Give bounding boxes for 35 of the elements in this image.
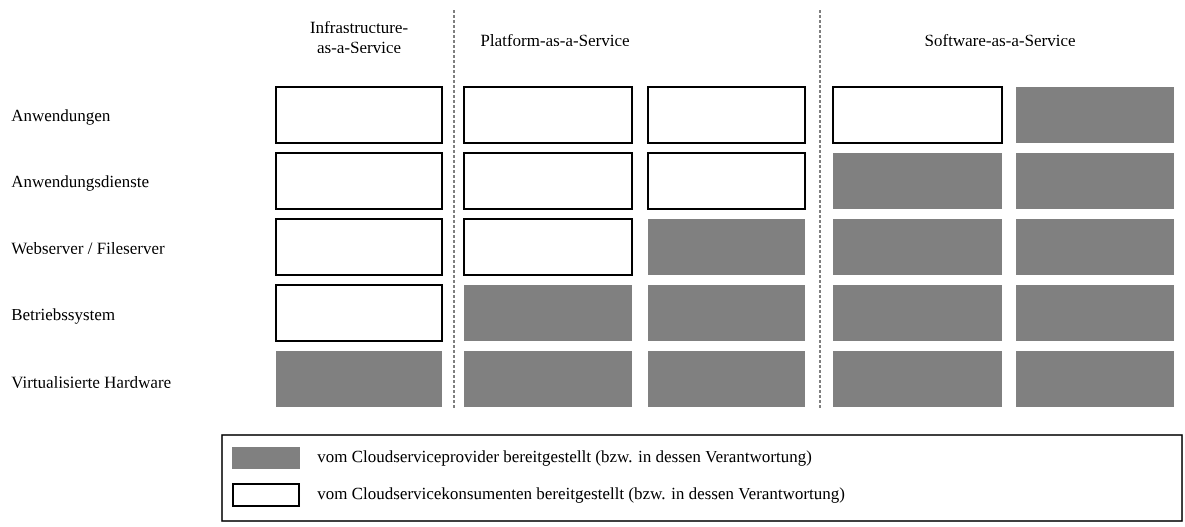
layer-box [648,285,805,341]
layer-box [833,153,1002,209]
layer-box [1016,351,1174,407]
row-label: Betriebssystem [11,308,115,324]
layer-box [275,86,443,144]
column-heading: Software-as-a-Service [925,33,1075,47]
layer-box [833,351,1002,407]
layer-box [832,86,1003,144]
layer-box [275,152,443,210]
layer-box [275,218,443,276]
row-label: Anwendungsdienste [11,175,149,191]
layer-box [1016,87,1174,143]
layer-box [464,285,632,341]
layer-box [647,86,806,144]
layer-box [833,285,1002,341]
layer-box [833,219,1002,275]
layer-box [647,152,806,210]
layer-box [463,86,633,144]
column-heading: Platform-as-a-Service [480,33,629,47]
layer-box [464,351,632,407]
legend-text: vom Cloudserviceprovider bereitgestellt (bzw. in dessen Verantwortung) [317,450,812,466]
row-label: Virtualisierte Hardware [11,376,171,388]
layer-box [1016,219,1174,275]
layer-box [1016,285,1174,341]
layer-box [276,351,442,407]
layer-box [275,284,443,342]
row-label: Webserver / Fileserver [11,242,165,254]
layer-box [648,219,805,275]
layer-box [648,351,805,407]
layer-box [463,218,633,276]
legend-text: vom Cloudservicekonsumenten bereitgestellt (bzw. in dessen Verantwortung) [317,487,845,503]
layer-box [463,152,633,210]
row-label: Anwendungen [11,109,111,125]
column-heading: Infrastructure-as-a-Service [310,20,408,54]
layer-box [1016,153,1174,209]
